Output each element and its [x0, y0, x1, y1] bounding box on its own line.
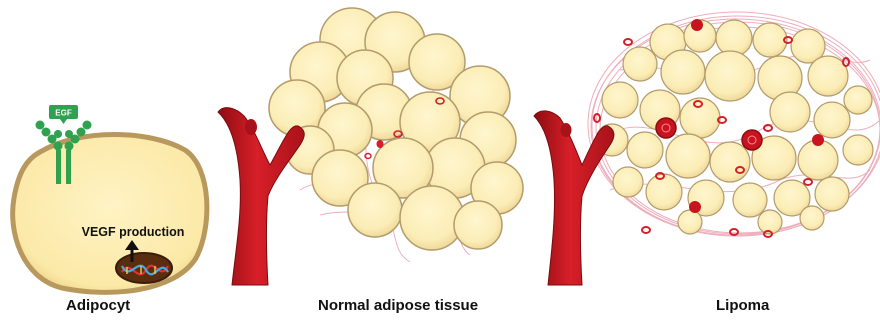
- egf-label: EGF: [55, 109, 72, 118]
- lipoma-panel: [534, 12, 880, 285]
- adipocyte-caption: Adipocyt: [66, 297, 130, 314]
- adipocyte-panel: EGF VEGF production: [13, 105, 207, 292]
- vegf-production-label: VEGF production: [82, 225, 185, 239]
- blood-vessel-icon: [218, 108, 304, 285]
- adipocyte-cell: [13, 135, 207, 293]
- normal-tissue-panel: [218, 8, 523, 285]
- blood-vessel-icon: [534, 111, 614, 285]
- lipoma-caption: Lipoma: [716, 297, 769, 314]
- fat-cells: [269, 8, 523, 250]
- nucleus: [116, 253, 172, 283]
- normal-tissue-caption: Normal adipose tissue: [318, 297, 478, 314]
